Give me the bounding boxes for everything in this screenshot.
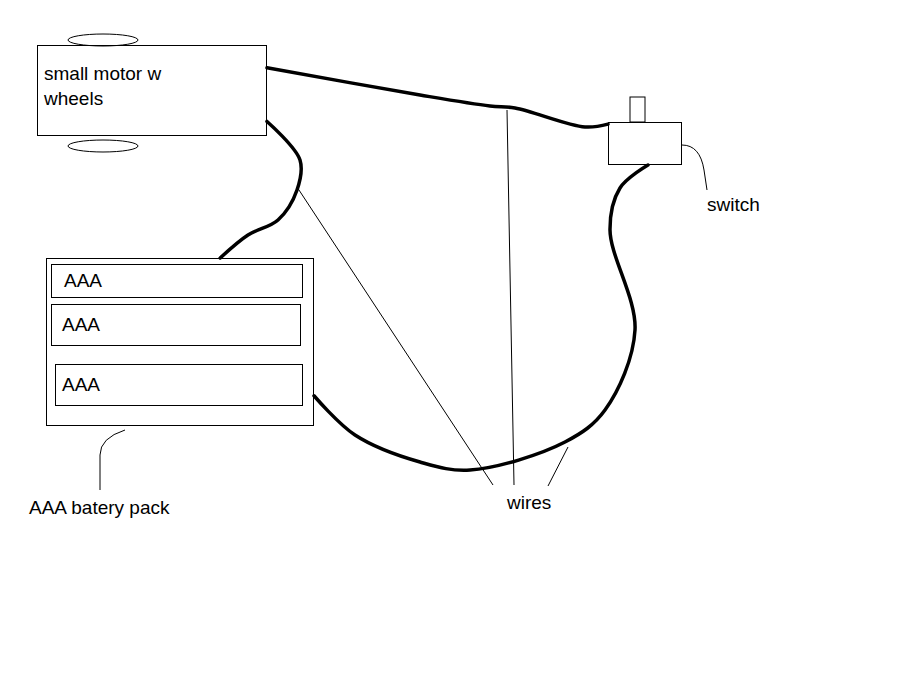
box-label: small motor w wheels bbox=[44, 62, 194, 111]
battery-cell: AAA bbox=[51, 264, 303, 298]
wheel bbox=[68, 140, 138, 152]
switch-box: switch bbox=[608, 122, 682, 165]
battery-cell: AAA bbox=[51, 304, 301, 346]
motor-box: small motor w wheels bbox=[37, 45, 267, 136]
box-label: AAA bbox=[62, 373, 100, 398]
battery-cell: AAA bbox=[55, 364, 303, 406]
box-label: AAA bbox=[64, 269, 102, 294]
leader-line bbox=[100, 430, 125, 490]
leader-line bbox=[297, 187, 493, 485]
leader-line bbox=[507, 110, 514, 485]
wire bbox=[267, 68, 608, 127]
wire bbox=[314, 165, 648, 470]
box-label: AAA bbox=[62, 313, 100, 338]
callout-label: wires bbox=[507, 492, 551, 514]
battery-pack: AAA batery packAAAAAAAAA bbox=[46, 258, 314, 426]
leader-line bbox=[682, 145, 707, 190]
callout-label: AAA batery pack bbox=[29, 496, 169, 521]
switch-lever bbox=[630, 97, 645, 122]
callout-label: switch bbox=[707, 193, 760, 218]
wire bbox=[220, 121, 301, 258]
leader-line bbox=[548, 447, 568, 486]
